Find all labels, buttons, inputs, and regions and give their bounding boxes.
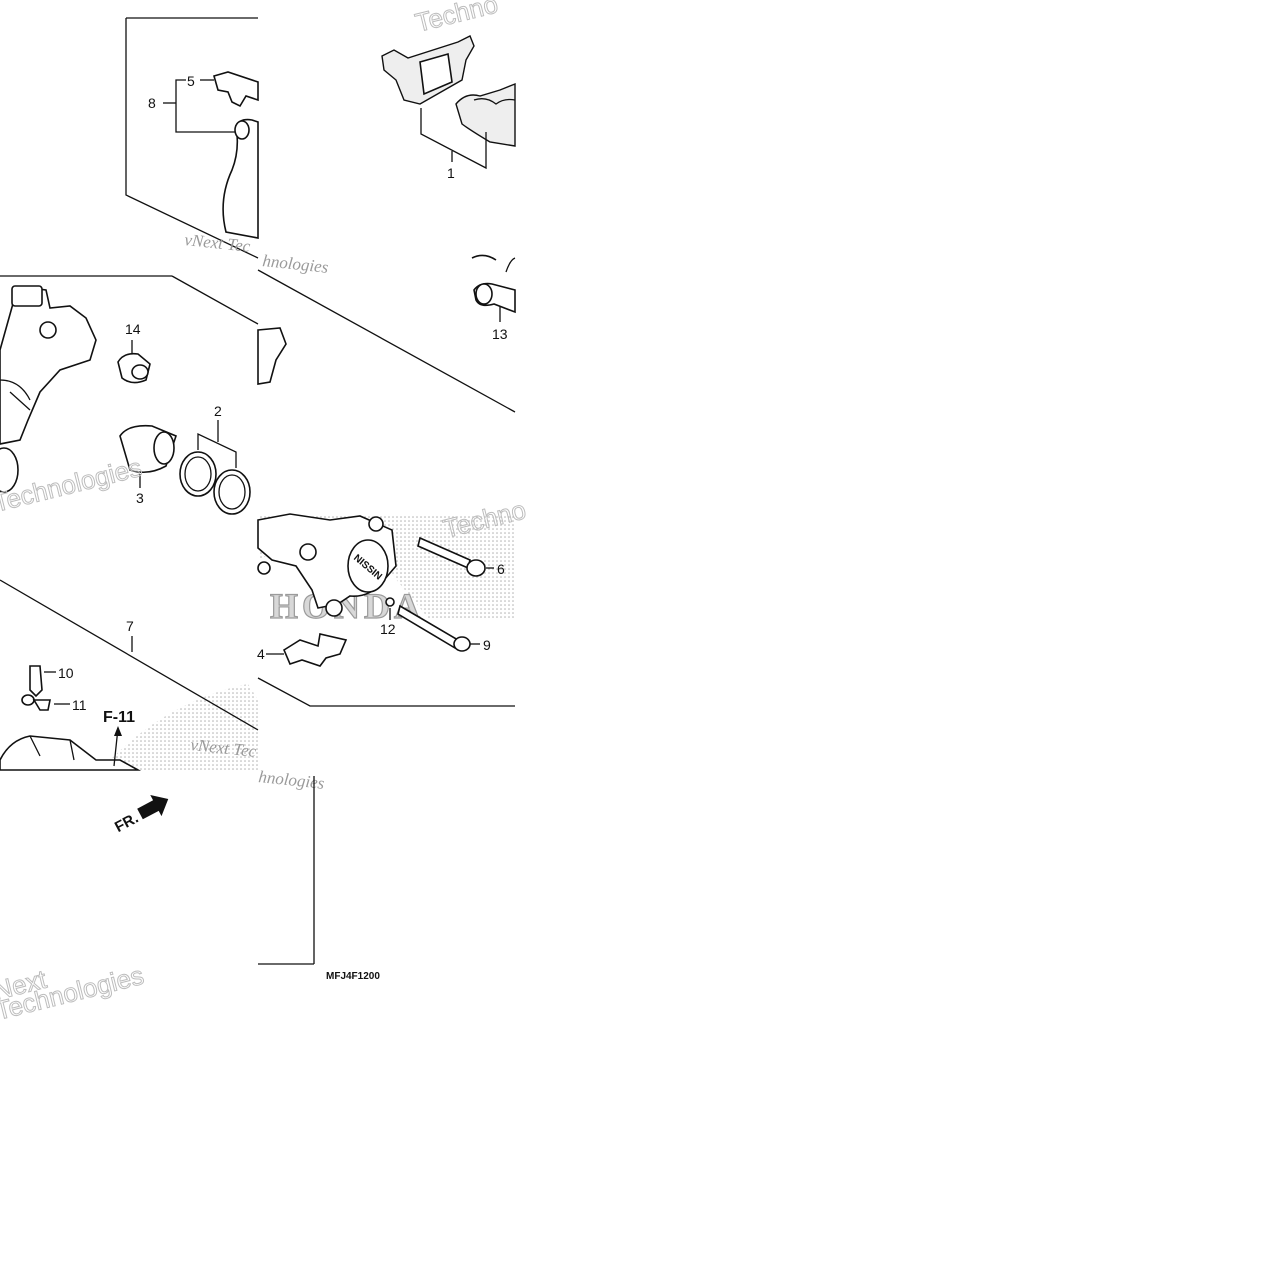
callout-11: 11 [72,697,87,713]
callout-8: 8 [148,95,156,111]
watermark-nologies: hnologies [262,251,330,277]
bracket-arm-part [222,118,259,239]
honda-watermark: HONDA [270,586,424,626]
front-label: FR. [112,810,141,836]
callout-3: 3 [136,490,144,506]
callout-9: 9 [483,637,491,653]
tile-lower-left: 7 10 11 F-11 vNext Tec [0,579,259,771]
callout-5: 5 [187,73,195,89]
front-direction-arrow: FR. [112,794,169,836]
reference-f11: F-11 [103,709,135,726]
pad-spring-part [213,71,259,108]
tile-bottom: hnologies FR. MFJ4F1200 Technologies Nex… [0,767,380,1026]
tile-top-left: 8 5 vNext Tec [125,17,259,259]
callout-10: 10 [58,665,74,681]
caliper-bracket-part [0,286,97,445]
callout-2: 2 [214,403,222,419]
watermark-techno: Techno [412,0,501,38]
piston-seal-part [179,451,217,497]
callout-14: 14 [125,321,141,337]
callout-7: 7 [126,618,134,634]
bleeder-cap-part [21,694,35,706]
callout-13: 13 [492,326,508,342]
tile-caliper-bracket: 14 3 2 Technologies [0,275,287,518]
watermark-nologies-2: hnologies [258,767,326,793]
callout-12: 12 [380,621,396,637]
tile-pin: hnologies 13 [257,251,516,413]
drawing-code: MFJ4F1200 [326,971,380,982]
tile-pads: 1 Techno [381,0,516,181]
watermark-technologies: Technologies [0,452,145,518]
bleeder-valve-part [29,665,43,698]
callout-1: 1 [447,165,455,181]
callout-4: 4 [257,646,265,662]
callout-6: 6 [497,561,505,577]
tile-caliper-body: HONDA NISSIN 6 12 9 4 Techno [257,494,529,707]
spring-part [282,633,348,667]
